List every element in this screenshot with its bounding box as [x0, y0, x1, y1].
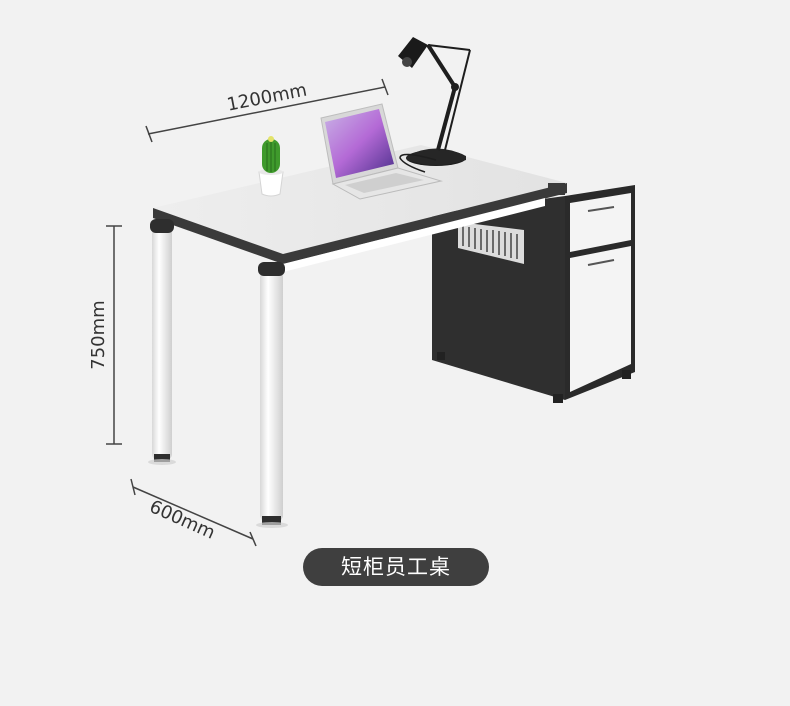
front-left-leg — [260, 270, 283, 522]
cable-vent-grille — [458, 222, 524, 264]
bottom-drawer-front — [570, 246, 631, 392]
laptop — [320, 103, 443, 200]
back-left-leg — [152, 226, 172, 460]
desk-legs — [150, 219, 285, 525]
product-name-badge: 短柜员工桌 — [303, 548, 489, 586]
top-drawer-front — [570, 193, 631, 252]
cabinet — [432, 185, 635, 403]
height-dimension: 750mm — [88, 225, 122, 445]
desk-lamp — [398, 37, 471, 173]
height-dimension-label: 750mm — [88, 300, 109, 369]
product-name-label: 短柜员工桌 — [341, 555, 451, 579]
depth-dimension: 600mm — [130, 478, 257, 547]
depth-dimension-label: 600mm — [146, 496, 218, 543]
laptop-screen — [325, 109, 394, 178]
cactus-plant — [258, 136, 284, 197]
